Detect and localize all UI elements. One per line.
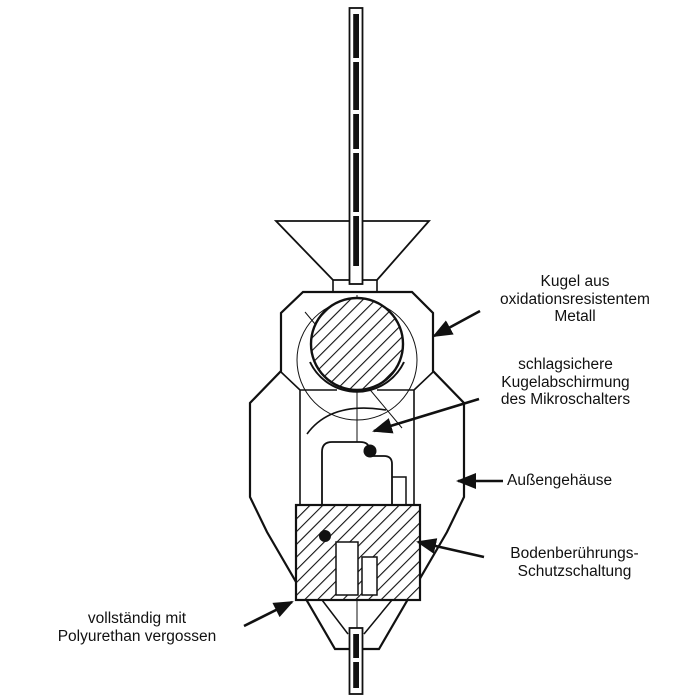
- metal-ball: [309, 296, 405, 392]
- arrow-abschirmung: [372, 397, 480, 434]
- funnel-neck: [332, 280, 378, 292]
- label-bodenberuehrung: Bodenberührungs- Schutzschaltung: [510, 545, 639, 580]
- switch-contact-dot: [363, 444, 377, 458]
- arrow-polyurethan: [243, 600, 294, 628]
- label-kugelabschirmung: schlagsichere Kugelabschirmung des Mikro…: [500, 356, 631, 408]
- arrow-kugel: [432, 309, 481, 338]
- inner-chamber-walls: [280, 371, 434, 505]
- circuit-cutout-left: [335, 541, 359, 596]
- label-aussengehaeuse: Außengehäuse: [507, 472, 613, 489]
- label-kugel: Kugel aus oxidationsresistentem Metall: [500, 273, 650, 325]
- switch-lever-curve: [306, 407, 387, 435]
- top-rod: [348, 7, 364, 285]
- microswitch-step: [392, 476, 407, 505]
- bottom-rod: [348, 627, 364, 695]
- ball-shield-cup: [309, 361, 405, 393]
- label-polyurethan: vollständig mit Polyurethan vergossen: [57, 610, 217, 645]
- circuit-cutout-right: [361, 556, 378, 596]
- lower-cone: [321, 599, 393, 635]
- microswitch-body: [321, 441, 393, 506]
- arrow-boden: [416, 538, 485, 559]
- circuit-contact-dot: [319, 530, 331, 542]
